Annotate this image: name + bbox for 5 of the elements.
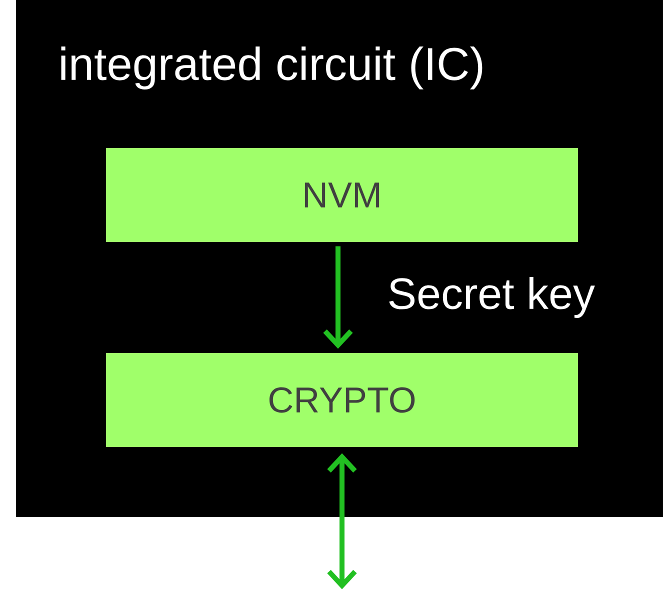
arrow <box>327 453 357 590</box>
crypto-box: CRYPTO <box>106 353 578 447</box>
arrow <box>323 246 353 349</box>
edge-label: Secret key <box>385 274 598 320</box>
memory-box: NVM <box>106 148 578 242</box>
